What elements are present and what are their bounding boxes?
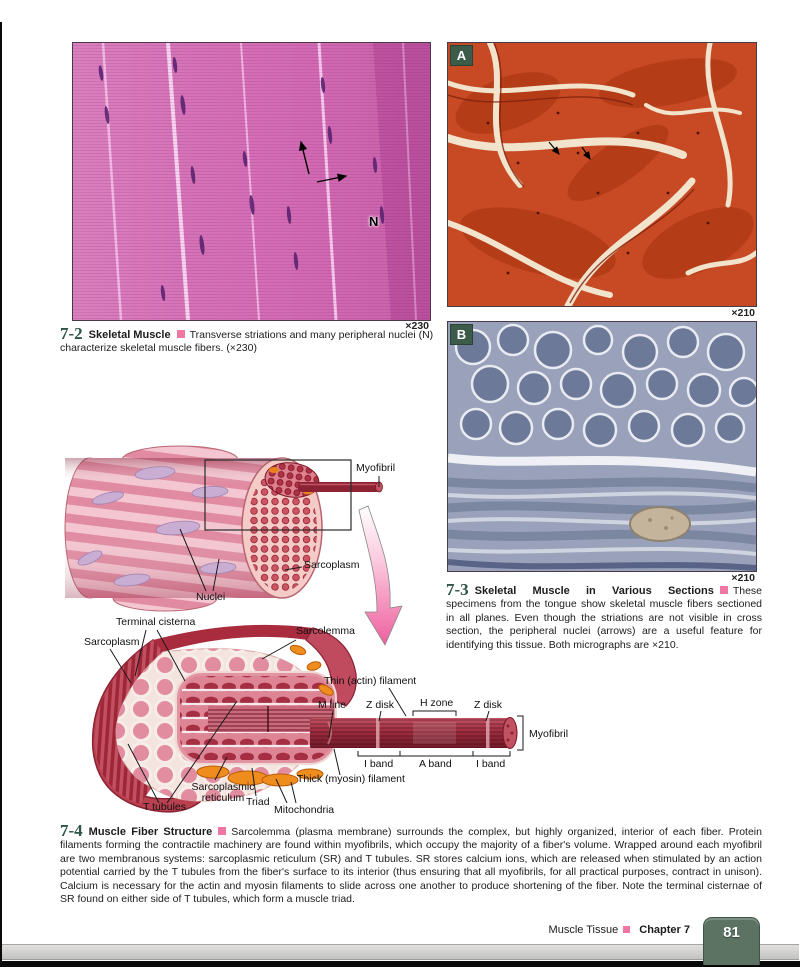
label-triad: Triad [246,796,270,808]
label-z-disk-left: Z disk [366,699,395,711]
page-number-tab: 81 [703,917,760,965]
panel-a-badge: A [450,45,473,66]
label-thick-filament: Thick (myosin) filament [297,773,405,785]
panel-b-badge: B [450,324,473,345]
caption-body: These specimens from the tongue show ske… [446,585,762,651]
leader-lines [109,476,490,804]
label-i-band-left: I band [364,758,394,770]
figure-number: 7-2 [60,324,83,343]
pink-square-bullet-icon [719,586,728,594]
pink-square-bullet-icon [176,330,185,338]
caption-body: Sarcolemma (plasma membrane) surrounds t… [60,826,762,906]
label-i-band-right: I band [476,758,506,770]
page-bottom-edge [0,961,800,967]
nucleus-annotation-label: N [369,214,379,229]
zoom-arrow [358,505,403,646]
figure-number: 7-3 [446,580,469,599]
label-terminal-cisterna: Terminal cisterna [116,616,196,628]
label-myofibril-rod: Myofibril [529,728,569,740]
label-sarcoplasm-bottom: Sarcoplasm [84,636,140,648]
label-sarcoplasm-top: Sarcoplasm [304,559,360,571]
label-thin-filament: Thin (actin) filament [324,675,417,687]
caption-body: Transverse striations and many periphera… [60,329,434,355]
fig-7-3a-magnification: ×210 [731,307,755,319]
fig-7-2-micrograph: N [72,42,431,321]
label-t-tubules: T tubules [143,801,186,813]
footer-section-title: Muscle Tissue [548,924,619,936]
label-a-band: A band [419,758,452,770]
fig-7-3b-magnification: ×210 [731,572,755,584]
label-myofibril-top: Myofibril [356,462,396,474]
skeletal-muscle-longitudinal-image [73,43,430,320]
running-footer: Muscle Tissue Chapter 7 [420,924,690,936]
label-sarcolemma: Sarcolemma [296,625,355,637]
figure-title: Muscle Fiber Structure [88,826,213,838]
page-left-edge [0,22,2,967]
skeletal-muscle-oblique-image [448,43,756,306]
band-brackets [357,710,524,757]
label-z-disk-right: Z disk [474,699,503,711]
fig-7-2-magnification: ×230 [405,320,429,332]
footer-bar [2,944,799,960]
label-mitochondria: Mitochondria [274,804,335,816]
fig-7-3-panel-a-micrograph: A [447,42,757,307]
label-m-line: M line [318,699,347,711]
skeletal-muscle-cross-section-image [448,322,756,571]
page-number: 81 [723,924,740,941]
label-nuclei: Nuclei [196,591,226,603]
fig-7-3-panel-b-micrograph: B [447,321,757,572]
pink-square-bullet-icon [623,926,631,933]
figure-title: Skeletal Muscle in Various Sections [474,585,714,597]
figure-number: 7-4 [60,821,83,840]
label-h-zone: H zone [420,697,454,709]
figure-title: Skeletal Muscle [88,329,171,341]
pink-square-bullet-icon [218,827,227,835]
footer-chapter: Chapter 7 [639,924,690,936]
